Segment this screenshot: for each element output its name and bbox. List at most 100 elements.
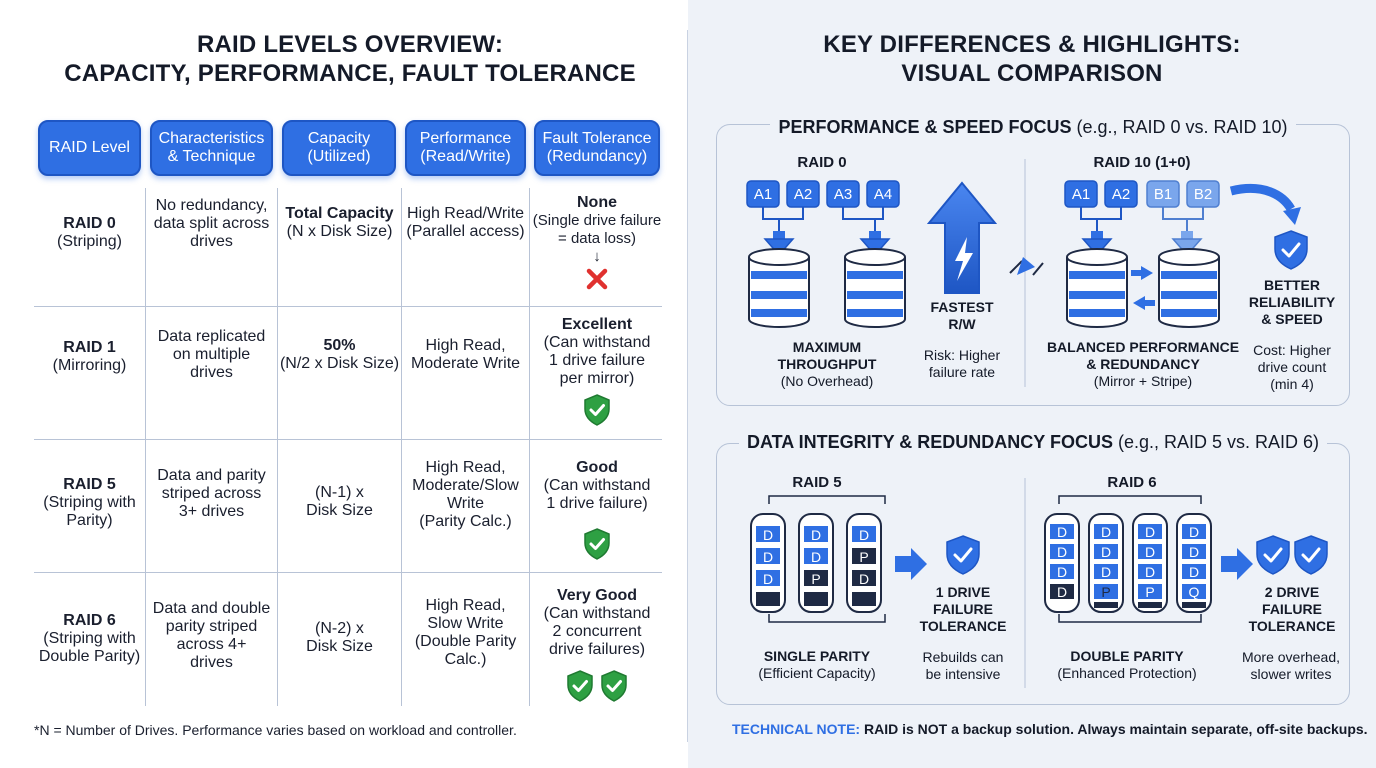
header-characteristics: Characteristics& Technique: [150, 120, 273, 176]
text: be intensive: [925, 666, 1001, 682]
block-label: A3: [833, 186, 853, 203]
cell-raid0-characteristics: No redundancy, data split across drives: [146, 188, 277, 260]
overhead-label: More overhead, slower writes: [1232, 649, 1350, 683]
text: (Can withstand: [543, 477, 651, 494]
performance-diagram: [746, 159, 1308, 387]
header-text: (Read/Write): [420, 148, 511, 165]
text: High Read,: [425, 337, 506, 354]
text: No redundancy,: [155, 197, 268, 214]
caption-bold: & REDUNDANCY: [1086, 356, 1200, 372]
text: drive count: [1257, 359, 1327, 375]
text: drive failures): [548, 641, 646, 658]
cell-raid1-fault: Excellent (Can withstand 1 drive failure…: [530, 316, 664, 434]
transition-icon: [1009, 257, 1044, 276]
mirror-arrows-icon: [1131, 266, 1155, 310]
cell-raid5-fault: Good (Can withstand 1 drive failure): [530, 459, 664, 563]
center-divider: [687, 30, 688, 742]
text: data split across: [153, 215, 270, 232]
red-x-icon: [586, 268, 608, 290]
fastest-label: FASTEST R/W: [912, 299, 1012, 333]
text: (Can withstand: [543, 605, 651, 622]
raid-level-desc: Parity): [66, 512, 113, 529]
disk-icon: [1088, 513, 1124, 613]
text: TOLERANCE: [1248, 618, 1336, 634]
header-text: Capacity: [307, 130, 371, 147]
caption-bold: DOUBLE PARITY: [1070, 648, 1184, 664]
text: striped across: [161, 485, 262, 502]
cell-raid0-fault: None (Single drive failure = data loss) …: [530, 194, 664, 298]
text: (Parallel access): [406, 223, 525, 240]
disk-slot-label: D: [1100, 544, 1112, 560]
table-column-divider: [277, 188, 278, 706]
text: Data and parity: [157, 467, 266, 484]
panel-title-bold: PERFORMANCE & SPEED FOCUS: [778, 117, 1072, 137]
left-panel: RAID LEVELS OVERVIEW: CAPACITY, PERFORMA…: [34, 31, 664, 738]
double-shield-group: [565, 669, 629, 703]
text: Write: [446, 495, 485, 512]
performance-panel: PERFORMANCE & SPEED FOCUS (e.g., RAID 0 …: [716, 117, 1350, 406]
raid6-label: RAID 6: [1107, 474, 1157, 491]
disk-slot-label: D: [1056, 524, 1068, 540]
text: 1 DRIVE: [935, 584, 991, 600]
panel-title-rest: (e.g., RAID 5 vs. RAID 6): [1112, 432, 1320, 452]
rebuild-label: Rebuilds can be intensive: [913, 649, 1013, 683]
database-icon: [748, 248, 810, 328]
raid5-label: RAID 5: [792, 474, 842, 491]
fault-headline: None: [577, 194, 617, 211]
table-title-line2: CAPACITY, PERFORMANCE, FAULT TOLERANCE: [64, 60, 636, 87]
text: slower writes: [1250, 666, 1332, 682]
text: (N-2) x: [315, 620, 364, 637]
blue-shield-check-icon: [1274, 230, 1308, 270]
blue-shield-check-icon: [946, 535, 980, 575]
text: Calc.): [444, 651, 487, 668]
fault-headline: Very Good: [556, 587, 638, 604]
table-title-line1: RAID LEVELS OVERVIEW:: [196, 31, 504, 58]
table-column-divider: [529, 188, 530, 706]
disk-slot-label: D: [810, 527, 822, 543]
text: High Read,: [425, 459, 506, 476]
raid0-label: RAID 0: [797, 154, 847, 171]
disk-slot-label: Q: [1188, 584, 1200, 600]
disk-slot-label: D: [762, 549, 774, 565]
fastest-arrow-icon: [926, 181, 998, 294]
raid6-bracket: [1058, 495, 1202, 504]
table-row-divider: [34, 439, 662, 440]
cell-raid6-level: RAID 6 (Striping with Double Parity): [34, 573, 145, 705]
caption-bold: MAXIMUM: [792, 339, 862, 355]
raid0-caption: MAXIMUM THROUGHPUT (No Overhead): [747, 339, 907, 390]
raid-level-name: RAID 0: [63, 215, 116, 232]
raid6-bracket: [1058, 614, 1202, 623]
raid0-merge-arrows: [762, 207, 884, 231]
raid10-mirror-arrows: [1162, 207, 1204, 231]
table-column-divider: [145, 188, 146, 706]
database-icon: [1066, 248, 1128, 328]
header-text: RAID Level: [49, 139, 130, 156]
text: FASTEST: [930, 299, 994, 315]
cell-raid0-level: RAID 0 (Striping): [34, 188, 145, 278]
text: parity striped: [165, 618, 258, 635]
text: Rebuilds can: [922, 649, 1004, 665]
disk-slot-label: D: [1100, 524, 1112, 540]
text: on multiple: [172, 346, 251, 363]
text: Data replicated: [157, 328, 266, 345]
block-label: B2: [1193, 186, 1213, 203]
caption: (Enhanced Protection): [1057, 665, 1197, 681]
green-shield-check-icon: [601, 670, 627, 702]
caption-bold: SINGLE PARITY: [763, 648, 871, 664]
table-row-divider: [34, 572, 662, 573]
green-shield-check-icon: [567, 670, 593, 702]
panel-title-rest: (e.g., RAID 0 vs. RAID 10): [1071, 117, 1288, 137]
text: 1 drive failure: [548, 352, 646, 369]
text: & SPEED: [1261, 311, 1323, 327]
text: drives: [190, 364, 233, 381]
down-arrow-icon: ↓: [593, 248, 601, 265]
cell-raid1-performance: High Read, Moderate Write: [402, 307, 529, 403]
text: (min 4): [1270, 376, 1314, 392]
text: (N/2 x Disk Size): [279, 355, 400, 372]
down-arrow-icon: [1171, 238, 1203, 257]
blue-shield-check-icon: [1294, 535, 1328, 575]
disk-slot-label: D: [1188, 544, 1200, 560]
disk-slot-label: P: [1145, 584, 1155, 600]
performance-panel-title: PERFORMANCE & SPEED FOCUS (e.g., RAID 0 …: [717, 117, 1349, 138]
text: 1 drive failure): [546, 495, 648, 512]
